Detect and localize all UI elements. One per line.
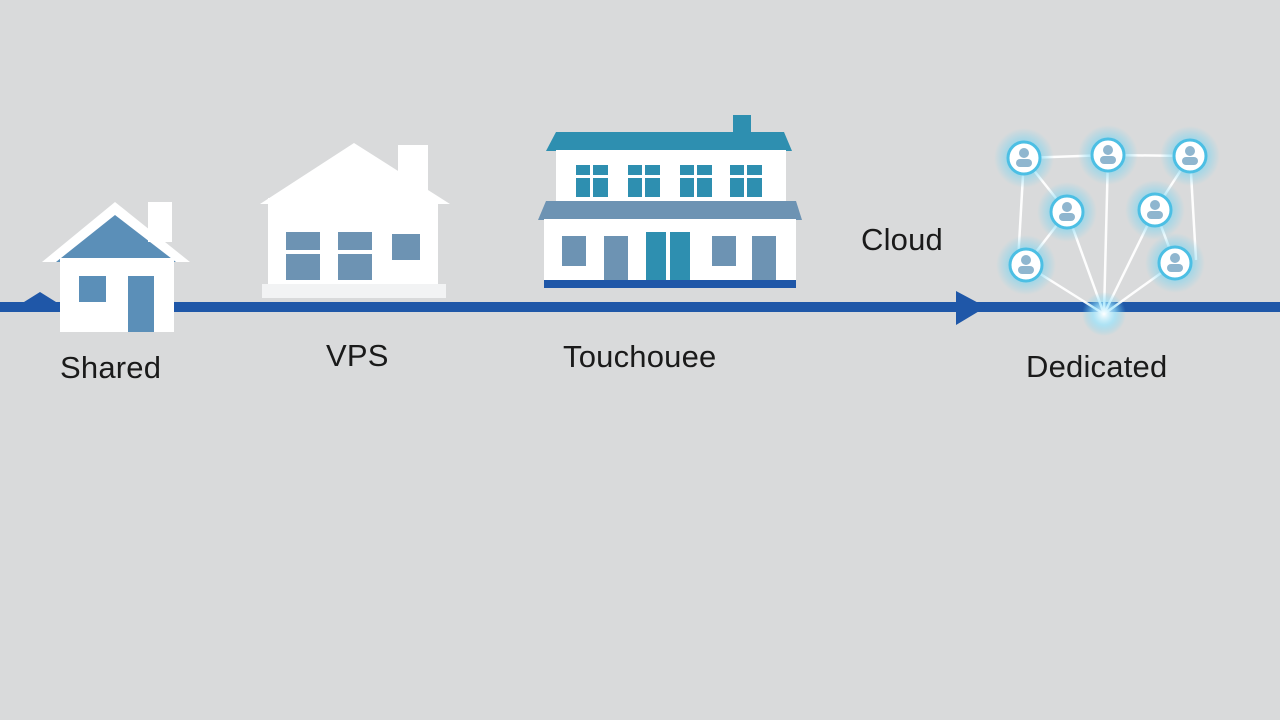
- user-icon: [994, 128, 1054, 188]
- label-cloud: Cloud: [861, 222, 943, 257]
- network-icon: [994, 125, 1220, 336]
- timeline-bar: [0, 302, 1280, 312]
- user-icon: [996, 235, 1056, 295]
- user-icon: [1125, 180, 1185, 240]
- house-icon: [260, 143, 450, 298]
- timeline: [0, 291, 1280, 325]
- townhouse-icon: [538, 115, 802, 288]
- network-hub: [1082, 292, 1126, 336]
- label-shared: Shared: [60, 350, 162, 385]
- timeline-arrow-icon: [956, 291, 986, 325]
- timeline-start-marker: [24, 292, 56, 302]
- user-icon: [1145, 233, 1205, 293]
- user-icon: [1160, 126, 1220, 186]
- user-icon: [1037, 182, 1097, 242]
- label-townhouse: Touchouee: [563, 339, 717, 374]
- label-dedicated: Dedicated: [1026, 349, 1168, 384]
- house-icon: [42, 202, 190, 332]
- label-vps: VPS: [326, 338, 389, 373]
- user-icon: [1078, 125, 1138, 185]
